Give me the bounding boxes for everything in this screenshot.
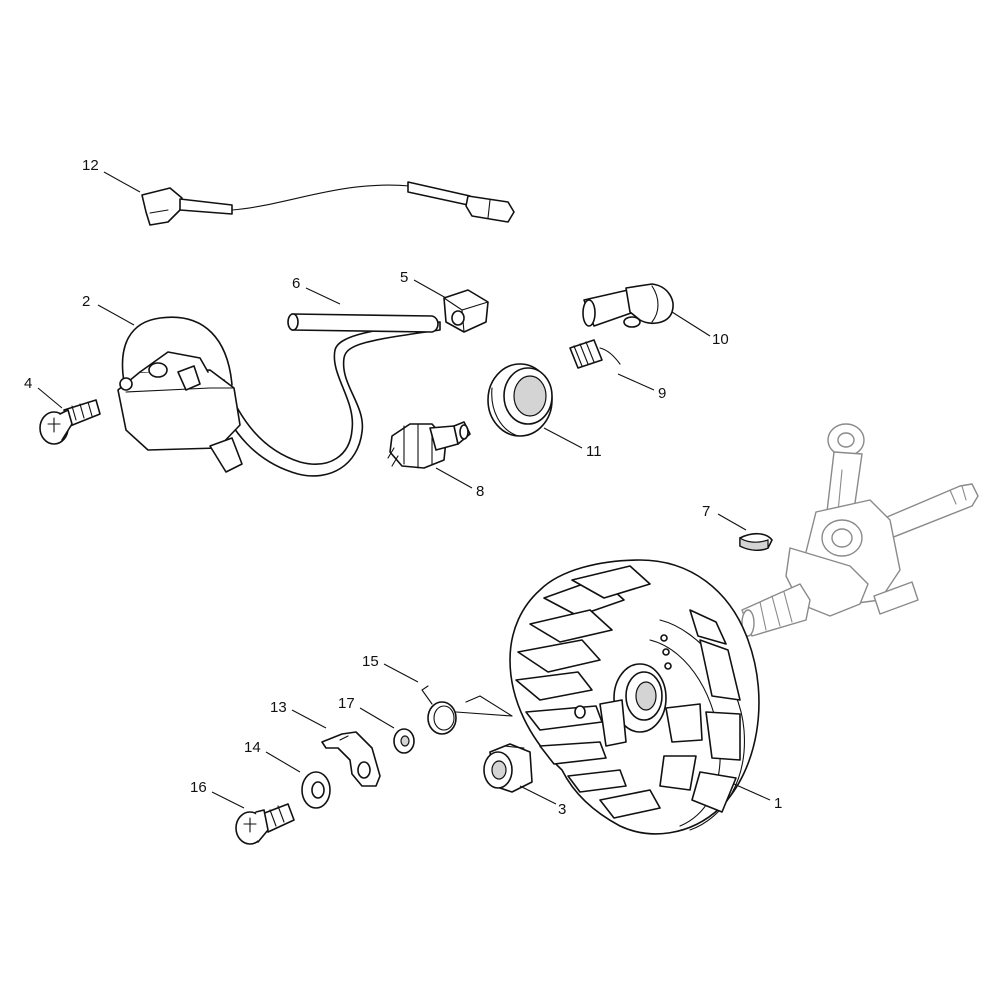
leader-17 — [359, 707, 395, 729]
leader-11 — [543, 427, 583, 449]
callout-7: 7 — [702, 503, 710, 520]
leader-1 — [733, 783, 771, 801]
part-7-woodruff-key — [739, 532, 773, 551]
part-9-spring — [569, 339, 621, 369]
part-2-ignition-coil — [117, 316, 441, 477]
leader-8 — [435, 467, 473, 489]
part-10-spark-plug-cap — [582, 283, 674, 328]
part-3-bushing — [483, 743, 533, 793]
callout-4: 4 — [24, 375, 32, 392]
part-15-spring-clip — [421, 685, 513, 735]
callout-10: 10 — [712, 331, 729, 348]
crankshaft-reference — [741, 423, 979, 637]
callout-11: 11 — [586, 443, 602, 460]
callout-5: 5 — [400, 269, 408, 286]
part-17-washer — [393, 728, 415, 754]
part-1-flywheel — [509, 559, 760, 835]
leader-3 — [519, 785, 557, 805]
callout-12: 12 — [82, 157, 99, 174]
leader-10 — [671, 311, 711, 337]
part-12-stop-wire — [141, 181, 515, 226]
part-8-spark-plug — [387, 421, 471, 469]
part-4-coil-screw — [39, 399, 101, 445]
callout-3: 3 — [558, 801, 566, 818]
leader-2 — [97, 304, 135, 326]
part-11-boot — [487, 363, 553, 437]
part-6-pin — [287, 313, 439, 333]
leader-16 — [211, 791, 245, 809]
callout-14: 14 — [244, 739, 261, 756]
callout-labels: 1 2 3 4 5 6 7 8 9 10 11 12 13 14 15 16 1… — [24, 157, 782, 818]
part-16-screw — [235, 803, 295, 845]
callout-13: 13 — [270, 699, 287, 716]
callout-8: 8 — [476, 483, 484, 500]
part-14-washer — [301, 771, 331, 809]
part-5-grommet — [443, 289, 489, 333]
leader-4 — [37, 387, 63, 409]
leader-9 — [617, 373, 655, 391]
leader-14 — [265, 751, 301, 773]
callout-17: 17 — [338, 695, 355, 712]
leader-15 — [383, 663, 419, 683]
leader-lines — [37, 171, 771, 809]
leader-12 — [103, 171, 141, 193]
callout-16: 16 — [190, 779, 207, 796]
callout-15: 15 — [362, 653, 379, 670]
callout-6: 6 — [292, 275, 300, 292]
part-13-pawl — [321, 731, 381, 787]
leader-13 — [291, 709, 327, 729]
leader-7 — [717, 513, 747, 531]
leader-6 — [305, 287, 341, 305]
callout-9: 9 — [658, 385, 666, 402]
callout-1: 1 — [774, 795, 782, 812]
leader-5 — [413, 279, 447, 299]
callout-2: 2 — [82, 293, 90, 310]
